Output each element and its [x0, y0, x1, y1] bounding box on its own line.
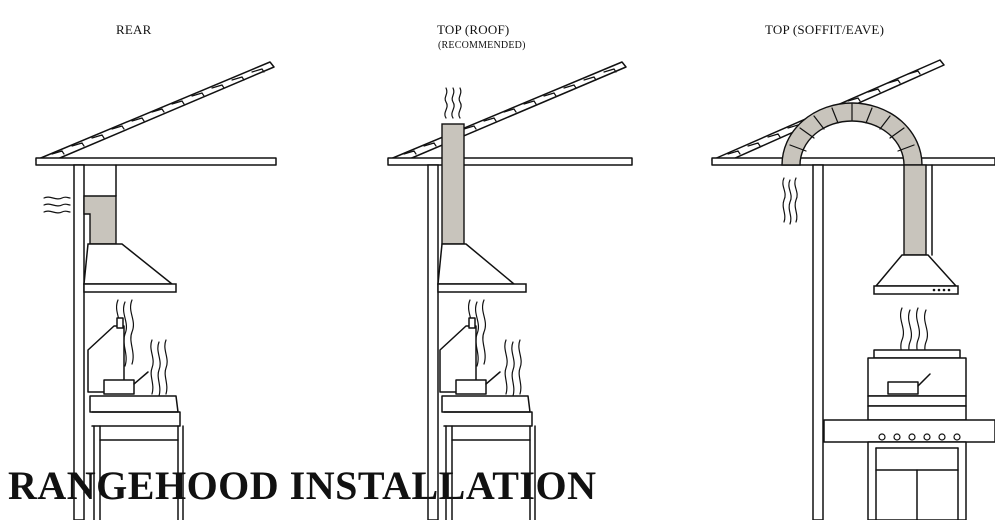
duct-icon [441, 123, 465, 245]
duct-icon [781, 102, 927, 256]
label-top-soffit: TOP (SOFFIT/EAVE) [765, 22, 885, 37]
exhaust-wave-icon [43, 196, 71, 214]
counter-cabinet-icon [441, 395, 536, 520]
exhaust-wave-icon [782, 177, 798, 225]
rangehood-icon [437, 243, 527, 293]
label-top-roof: TOP (ROOF) [437, 22, 510, 37]
exhaust-wave-icon [444, 87, 462, 119]
roof-installation-illustration [387, 61, 633, 520]
label-recommended: (RECOMMENDED) [438, 40, 526, 51]
rangehood-icon [83, 243, 177, 293]
roof-icon [387, 61, 633, 166]
rangehood-icon [873, 254, 959, 295]
label-rear: REAR [116, 22, 152, 37]
duct-icon [83, 195, 117, 245]
counter-cabinet-icon [89, 395, 184, 520]
stove-icon [823, 349, 995, 520]
wall [812, 164, 824, 520]
wall [73, 164, 85, 520]
rear-installation-illustration [35, 61, 277, 520]
roof-icon [35, 61, 277, 166]
soffit-installation-illustration [711, 59, 995, 520]
page-title: RANGEHOOD INSTALLATION [8, 463, 597, 508]
wall [427, 164, 439, 520]
